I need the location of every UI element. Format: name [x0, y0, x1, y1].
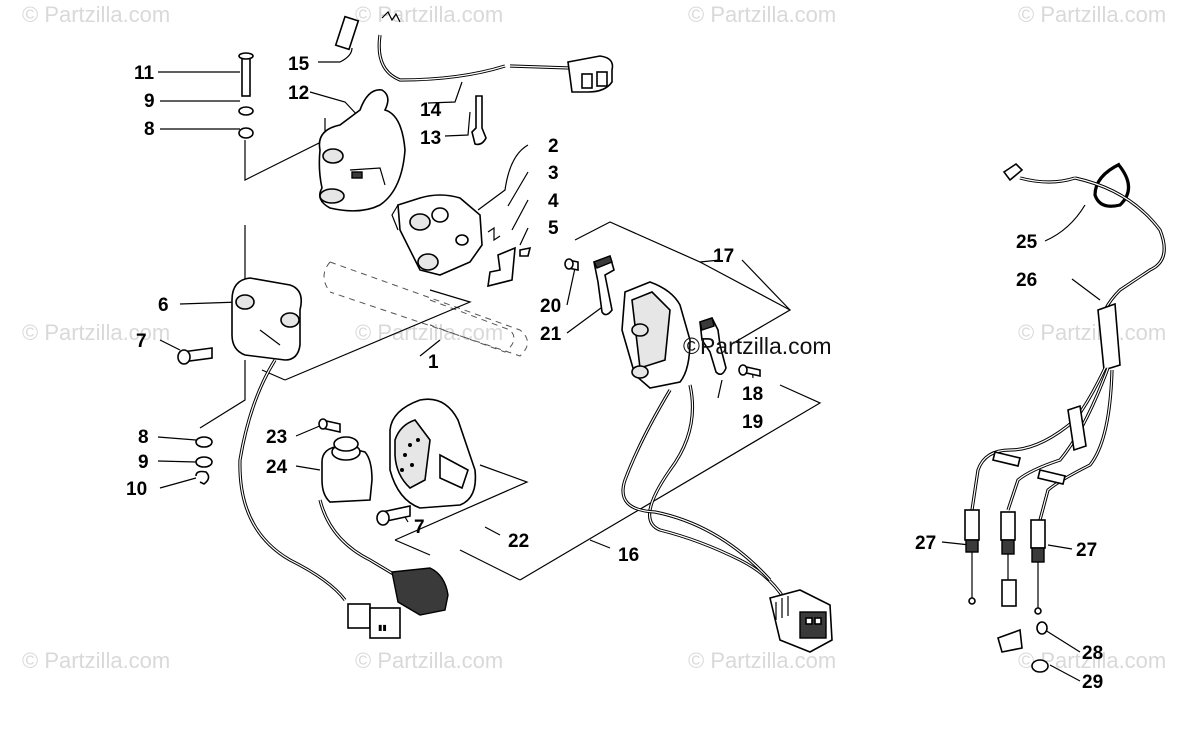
callout-27: 27 — [1076, 540, 1097, 561]
watermark: © Partzilla.com — [355, 320, 503, 345]
part-block-6 — [231, 277, 303, 361]
wire-left — [238, 359, 401, 601]
callout-10: 10 — [126, 479, 147, 500]
callout-14: 14 — [420, 100, 442, 121]
part-boot-26 — [1097, 302, 1121, 372]
leader-lines — [157, 47, 1101, 682]
callout-20: 20 — [540, 296, 561, 317]
part-lever-21 — [593, 254, 615, 316]
part-harness-16 — [621, 384, 833, 653]
callout-15: 15 — [288, 54, 310, 75]
callout-8: 8 — [138, 427, 149, 448]
callout-9: 9 — [144, 91, 155, 112]
part-sensors-27 — [964, 509, 1046, 615]
callout-4: 4 — [548, 191, 559, 212]
callout-25: 25 — [1016, 232, 1038, 253]
callout-29: 29 — [1082, 672, 1103, 693]
part-housing-2 — [391, 194, 483, 276]
watermark-overlay: ©Partzilla.com — [683, 333, 832, 359]
part-bracket-12 — [318, 89, 406, 212]
callout-2: 2 — [548, 136, 559, 157]
callout-12: 12 — [288, 83, 309, 104]
part-screw-5 — [519, 246, 532, 257]
part-lever-19 — [699, 317, 727, 376]
watermark: © Partzilla.com — [355, 2, 503, 27]
part-screw-18 — [738, 364, 761, 377]
callout-7: 7 — [414, 517, 425, 538]
callout-21: 21 — [540, 324, 562, 345]
part-wire-14 — [377, 10, 614, 93]
part-housing-17 — [621, 281, 691, 389]
callout-27: 27 — [915, 533, 936, 554]
callout-22: 22 — [508, 531, 529, 552]
callout-23: 23 — [266, 427, 287, 448]
watermark: © Partzilla.com — [22, 2, 170, 27]
part-screw-7-bottom — [376, 505, 411, 526]
watermark: © Partzilla.com — [688, 648, 836, 673]
part-housing-22 — [389, 398, 477, 509]
part-washers-top — [238, 106, 254, 139]
callout-3: 3 — [548, 163, 559, 184]
callout-19: 19 — [742, 412, 763, 433]
callout-24: 24 — [266, 457, 288, 478]
part-plate-4 — [487, 246, 516, 288]
part-switch-24 — [321, 436, 373, 503]
watermark: © Partzilla.com — [355, 648, 503, 673]
callout-16: 16 — [618, 545, 639, 566]
callout-13: 13 — [420, 128, 441, 149]
callout-17: 17 — [713, 246, 734, 267]
callout-11: 11 — [134, 63, 155, 84]
callout-9: 9 — [138, 452, 149, 473]
callout-8: 8 — [144, 119, 155, 140]
watermark: © Partzilla.com — [22, 320, 170, 345]
part-spring-3 — [487, 226, 501, 242]
part-sleeve-15 — [334, 15, 360, 51]
part-screw-23 — [318, 418, 341, 433]
callout-labels: 11 9 8 15 12 14 13 2 3 4 5 6 7 1 8 9 10 … — [126, 54, 1103, 693]
callout-26: 26 — [1016, 270, 1037, 291]
watermark: © Partzilla.com — [1018, 2, 1166, 27]
part-terminal-13 — [471, 95, 487, 146]
watermark: © Partzilla.com — [1018, 320, 1166, 345]
part-fitting-28 — [997, 621, 1048, 653]
callout-18: 18 — [742, 384, 763, 405]
svg-text:▮▮: ▮▮ — [378, 623, 387, 632]
handlebar-phantom — [323, 261, 528, 357]
callout-28: 28 — [1082, 643, 1103, 664]
callout-6: 6 — [158, 295, 169, 316]
part-screw-20 — [564, 258, 579, 271]
connector-left: ▮▮ — [347, 567, 449, 639]
part-screw-7-left — [177, 347, 213, 365]
callout-1: 1 — [428, 352, 439, 373]
part-cable-25 — [1002, 162, 1166, 311]
watermark-group: © Partzilla.com © Partzilla.com © Partzi… — [22, 2, 1166, 673]
part-oring-29 — [1031, 659, 1049, 673]
watermark: © Partzilla.com — [22, 648, 170, 673]
part-washers-bottom — [195, 436, 213, 485]
callout-7: 7 — [136, 331, 147, 352]
watermark: © Partzilla.com — [688, 2, 836, 27]
part-bolt-11 — [238, 52, 254, 97]
callout-5: 5 — [548, 218, 559, 239]
part-split-harness — [970, 367, 1114, 521]
